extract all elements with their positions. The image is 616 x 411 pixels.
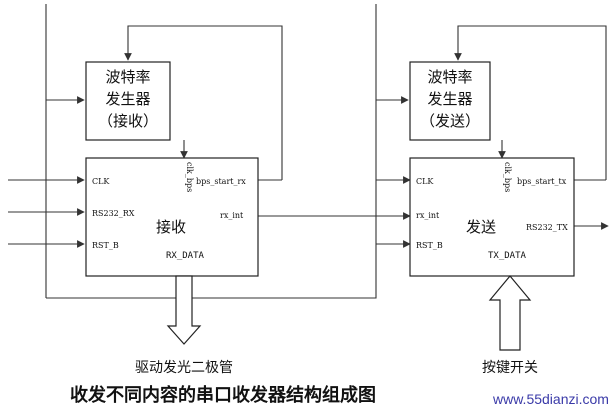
rx-pin-rst: RST_B — [92, 241, 119, 250]
tx-pin-rst: RST_B — [416, 241, 443, 250]
baud-tx-line1: 波特率 — [427, 68, 472, 86]
key-input-arrow — [488, 275, 532, 351]
led-drive-label: 驱动发光二极管 — [135, 360, 233, 376]
rx-data-block: CLK RS232_RX RST_B clk_bps bps_start_rx … — [85, 157, 259, 277]
rx-pin-rs232rx: RS232_RX — [92, 209, 135, 218]
key-switch-label: 按键开关 — [482, 360, 538, 376]
diagram-caption: 收发不同内容的串口收发器结构组成图 — [70, 384, 376, 406]
baud-rx-line1: 波特率 — [105, 68, 150, 86]
wire-bottom-rail — [46, 4, 377, 299]
baud-generator-tx: 波特率 发生器 （发送） — [409, 61, 491, 141]
rx-block-module: RX_DATA — [166, 251, 205, 261]
baud-tx-line3: （发送） — [420, 112, 480, 130]
rx-pin-rx-int: rx_int — [220, 211, 244, 220]
tx-pin-rx-int: rx_int — [416, 211, 440, 220]
rx-pin-clk: CLK — [92, 177, 110, 186]
tx-block-title: 发送 — [466, 218, 496, 236]
tx-block-module: TX_DATA — [488, 251, 527, 261]
baud-tx-line2: 发生器 — [427, 90, 472, 108]
tx-pin-clk: CLK — [416, 177, 434, 186]
baud-generator-rx: 波特率 发生器 （接收） — [85, 61, 171, 141]
tx-data-block: CLK rx_int RST_B clk_bps bps_start_tx RS… — [409, 157, 575, 277]
baud-rx-line3: （接收） — [98, 112, 158, 130]
wire-loop-bps-rx — [124, 25, 283, 180]
tx-pin-bps-start: bps_start_tx — [517, 177, 567, 186]
rx-block-title: 接收 — [156, 218, 186, 236]
tx-pin-rs232tx: RS232_TX — [526, 223, 568, 232]
wires-transmitter — [258, 25, 609, 248]
tx-pin-clkbps: clk_bps — [503, 162, 512, 192]
wires-receiver — [8, 4, 377, 299]
watermark-backdrop — [486, 386, 616, 411]
rx-pin-bps-start: bps_start_rx — [196, 177, 246, 186]
watermark-text: www.55dianzi.com — [492, 391, 609, 407]
baud-rx-line2: 发生器 — [105, 90, 150, 108]
rx-pin-clkbps: clk_bps — [185, 162, 194, 192]
led-output-arrow — [166, 275, 202, 345]
wire-loop-bps-tx — [454, 25, 607, 180]
